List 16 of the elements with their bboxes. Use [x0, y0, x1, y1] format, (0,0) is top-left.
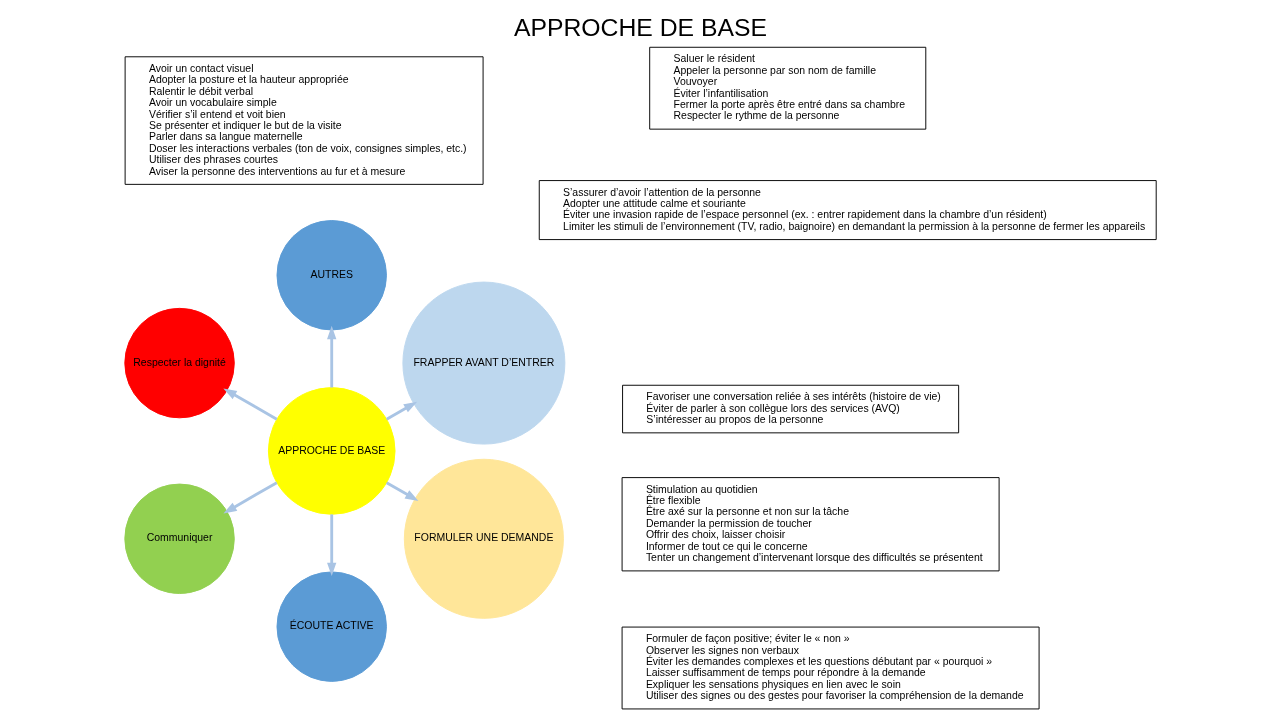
node-box: Favoriser une conversation reliée à ses intérêts (histoire de vie) Éviter de parler à son collègue lors des services (AVQ) S’intéresser au propos de la personne [621, 384, 959, 434]
arrow [385, 401, 417, 421]
arrow [222, 481, 277, 514]
arrow [326, 325, 336, 388]
node-box: Avoir un contact visuel Adopter la posture et la hauteur appropriée Ralentir le débit verbal Avoir un vocabulaire simple Vérifier s’il entend et voit bien Se présenter et indiquer le but de la visite Parler dans sa langue maternelle Doser les interactions verbales (ton de voix, consignes simples, etc.) Utiliser des phrases courtes Aviser la personne des interventions au fur et à mesure [124, 56, 484, 185]
node-circle: AUTRES [276, 220, 387, 331]
arrow [385, 481, 418, 501]
node-circle: ÉCOUTE ACTIVE [276, 571, 387, 682]
node-box: S’assurer d’avoir l’attention de la personne Adopter une attitude calme et souriante Éviter une invasion rapide de l’espace personnel (ex. : entrer rapidement dans la chambre d’un résident) Limiter les stimuli de l’environnement (TV, radio, baignoire) en demandant la permission à la personne de fermer les appareils [538, 180, 1157, 241]
node-box: Saluer le résident Appeler la personne par son nom de famille Vouvoyer Éviter l’infantilisation Fermer la porte après être entré dans sa chambre Respecter le rythme de la personne [648, 46, 926, 130]
node-circle: APPROCHE DE BASE [267, 387, 396, 515]
diagram-title: APPROCHE DE BASE [513, 13, 767, 41]
arrow [326, 514, 336, 577]
node-box: Formuler de façon positive; éviter le « non » Observer les signes non verbaux Éviter les demandes complexes et les questions débutant par « pourquoi » Laisser suffisamment de temps pour répondre à la demande Expliquer les sensations physiques en lien avec le soin Utiliser des signes ou des gestes pour favoriser la compréhension de la demande [621, 626, 1040, 710]
arrow [222, 388, 277, 421]
node-box: Stimulation au quotidien Être flexible Être axé sur la personne et non sur la tâche Demander la permission de toucher Offrir des choix, laisser choisir Informer de tout ce qui le concerne Tenter un changement d’intervenant lorsque des difficultés se présentent [621, 477, 1000, 572]
